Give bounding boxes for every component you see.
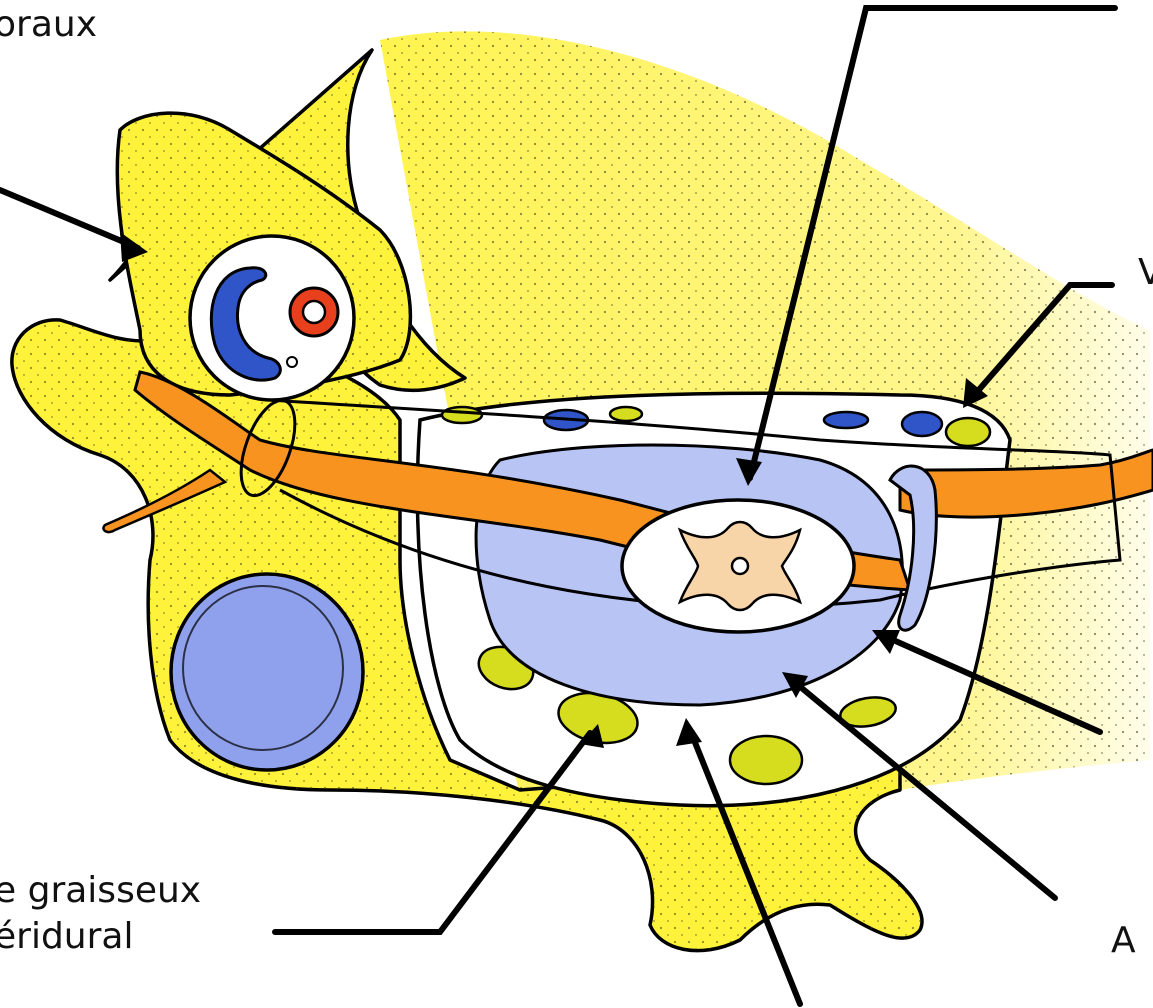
central-canal <box>732 558 748 574</box>
label-epidural-fat-line1: e graisseux <box>0 870 201 911</box>
label-top-left: oraux <box>0 4 97 45</box>
label-right-a: A <box>1111 920 1136 961</box>
artery-lumen <box>303 301 325 323</box>
label-right-v: V <box>1138 252 1153 293</box>
small-vessel <box>287 357 297 367</box>
vertebral-body-disc <box>171 574 363 770</box>
label-epidural-fat-line2: éridural <box>0 916 133 957</box>
